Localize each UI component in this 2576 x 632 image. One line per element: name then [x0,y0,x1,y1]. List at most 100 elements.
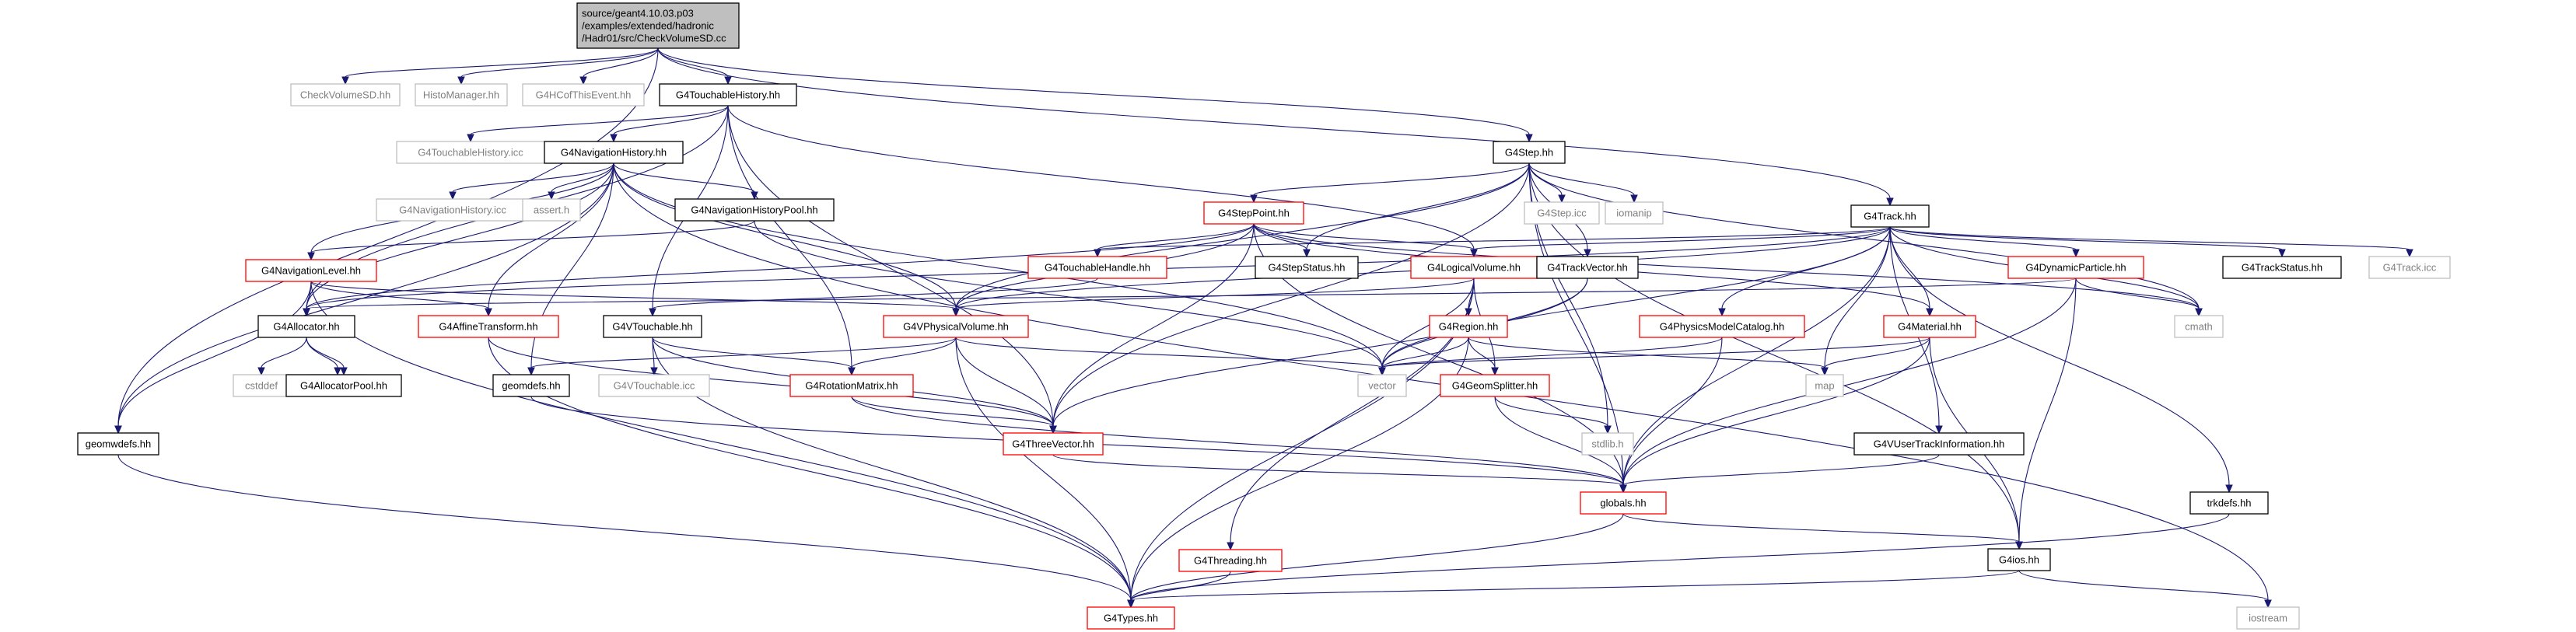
node-label: source/geant4.10.03.p03 [582,8,694,19]
edge-g4step-to-g4ios [1528,162,2023,550]
node-root[interactable]: source/geant4.10.03.p03/examples/extende… [576,2,740,49]
edge-g4logicalvolume-to-g4vphysicalvolume [952,278,1475,317]
node-geomdefs[interactable]: geomdefs.hh [492,374,570,397]
node-g4logicalvolume[interactable]: G4LogicalVolume.hh [1410,256,1538,279]
node-g4physicsmodelcatalog[interactable]: G4PhysicsModelCatalog.hh [1639,315,1805,338]
node-geomwdefs[interactable]: geomwdefs.hh [77,432,159,456]
node-label: G4ThreeVector.hh [1012,438,1094,450]
edge-arrowhead [1378,367,1386,376]
node-g4threading[interactable]: G4Threading.hh [1178,549,1283,572]
node-g4navigationlevel[interactable]: G4NavigationLevel.hh [245,259,377,282]
node-g4step[interactable]: G4Step.hh [1493,141,1566,164]
edge-g4track-to-trkdefs [1889,226,2233,494]
node-box [1493,141,1566,164]
edge-line [2075,278,2200,309]
node-g4vusertrackinformation[interactable]: G4VUserTrackInformation.hh [1853,432,2025,456]
node-g4hcofthisevent[interactable]: G4HCofThisEvent.hh [522,83,645,106]
node-g4geomsplitter[interactable]: G4GeomSplitter.hh [1440,374,1550,397]
edge-g4touchablehistory-to-g4navigationhistory [610,105,729,143]
node-box [1805,374,1844,397]
edge-line [1528,162,1563,196]
node-g4step_icc[interactable]: G4Step.icc [1524,201,1600,225]
node-g4vphysicalvolume[interactable]: G4VPhysicalVolume.hh [883,315,1029,338]
edge-g4vtouchable-to-g4rotationmatrix [652,337,856,376]
edge-line [657,47,1891,199]
node-label: globals.hh [1600,498,1646,509]
node-trkdefs[interactable]: trkdefs.hh [2189,491,2269,515]
node-g4trackvector[interactable]: G4TrackVector.hh [1536,256,1639,279]
node-g4vtouchable_icc[interactable]: G4VTouchable.icc [598,374,710,397]
node-g4rotationmatrix[interactable]: G4RotationMatrix.hh [789,374,914,397]
node-box [674,198,835,222]
node-label: G4AffineTransform.hh [439,321,537,333]
node-checkvolumesd[interactable]: CheckVolumeSD.hh [290,83,401,106]
node-g4track[interactable]: G4Track.hh [1850,204,1930,228]
node-label: G4VPhysicalVolume.hh [903,321,1009,333]
node-g4region[interactable]: G4Region.hh [1429,315,1508,338]
node-iostream[interactable]: iostream [2236,606,2300,630]
node-g4affinetransform[interactable]: G4AffineTransform.hh [418,315,559,338]
node-g4trackstatus[interactable]: G4TrackStatus.hh [2222,256,2342,279]
node-label: HistoManager.hh [423,89,499,101]
node-g4navigationhistory_icc[interactable]: G4NavigationHistory.icc [376,198,530,222]
node-g4dynamicparticle[interactable]: G4DynamicParticle.hh [2007,256,2144,279]
node-label: G4TouchableHandle.hh [1045,262,1150,274]
edge-line [1306,162,1530,250]
node-box [290,83,401,106]
edge-g4ios-to-iostream [2018,570,2272,609]
node-g4touchablehistory[interactable]: G4TouchableHistory.hh [659,83,797,106]
edge-line [310,281,957,309]
edge-line [1381,337,1723,368]
node-label: G4TouchableHistory.icc [418,147,523,159]
node-g4stepstatus[interactable]: G4StepStatus.hh [1255,256,1359,279]
edge-line [1381,337,1930,368]
edge-line [261,337,307,368]
node-cmath[interactable]: cmath [2174,315,2224,338]
node-g4ios[interactable]: G4ios.hh [1987,548,2051,571]
edge-g4navigationhistory-to-g4navigationhistorypool [613,162,758,201]
edge-line [955,337,1383,368]
node-box [1853,432,2025,456]
edge-line [955,162,1530,309]
edge-root-to-checkvolumesd [341,47,659,86]
node-iomanip[interactable]: iomanip [1605,201,1664,225]
node-box [1850,204,1930,228]
node-stdlib[interactable]: stdlib.h [1581,432,1634,456]
node-g4steppoint[interactable]: G4StepPoint.hh [1203,201,1304,225]
edge-line [1494,396,1608,427]
node-g4track_icc[interactable]: G4Track.icc [2368,256,2451,279]
node-g4allocator[interactable]: G4Allocator.hh [257,315,355,338]
node-g4allocatorpool[interactable]: G4AllocatorPool.hh [285,374,402,397]
edge-line [1381,337,1469,368]
node-g4navigationhistorypool[interactable]: G4NavigationHistoryPool.hh [674,198,835,222]
node-histomanager[interactable]: HistoManager.hh [415,83,508,106]
edge-root-to-g4track [657,47,1894,207]
edge-arrowhead [1127,599,1135,609]
node-g4types[interactable]: G4Types.hh [1087,606,1175,630]
node-label: stdlib.h [1591,438,1623,450]
node-label: G4PhysicsModelCatalog.hh [1660,321,1784,333]
edge-line [1528,162,2020,543]
edge-line [530,337,957,368]
node-box [396,141,545,164]
edge-arrowhead [650,367,658,376]
node-assert[interactable]: assert.h [522,198,581,222]
node-g4navigationhistory[interactable]: G4NavigationHistory.hh [544,141,684,164]
node-g4threevector[interactable]: G4ThreeVector.hh [1003,432,1104,456]
edge-arrowhead [1049,425,1057,435]
node-g4touchablehistory_icc[interactable]: G4TouchableHistory.icc [396,141,545,164]
edge-line [1528,162,2200,309]
node-globals[interactable]: globals.hh [1580,491,1667,515]
edge-line [583,47,659,78]
node-cstddef[interactable]: cstddef [233,374,290,397]
edge-line [1052,454,1624,486]
edge-root-to-histomanager [457,47,659,86]
node-g4touchablehandle[interactable]: G4TouchableHandle.hh [1027,256,1167,279]
node-g4vtouchable[interactable]: G4VTouchable.hh [603,315,702,338]
node-map[interactable]: map [1805,374,1844,397]
node-vector[interactable]: vector [1357,374,1407,397]
node-box [418,315,559,338]
node-g4material[interactable]: G4Material.hh [1883,315,1976,338]
edge-arrowhead [952,308,960,317]
edge-line [1721,226,1891,309]
